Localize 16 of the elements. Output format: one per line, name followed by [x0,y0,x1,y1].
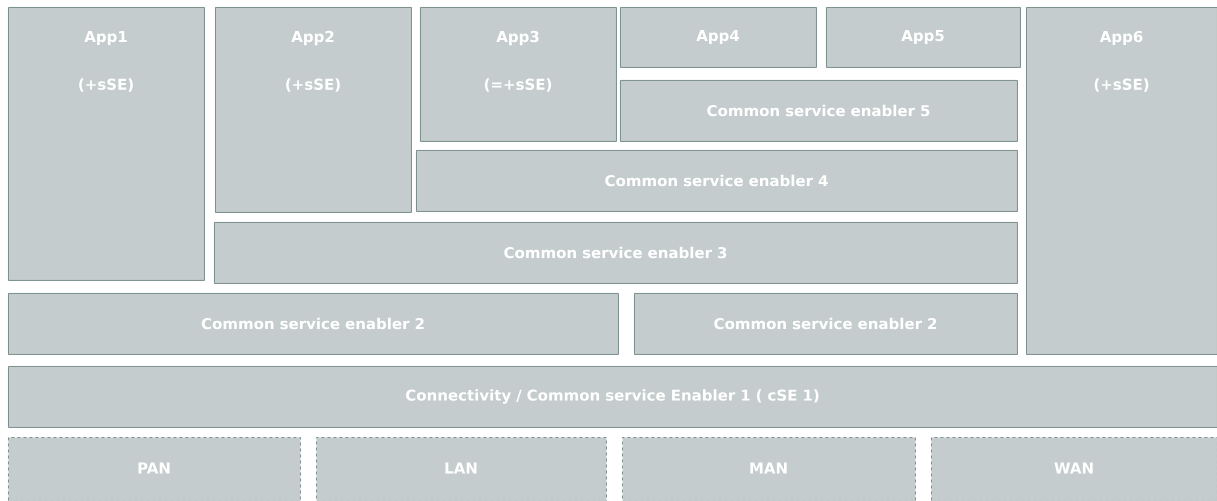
layer-box: LAN [316,437,607,501]
layer-box: Common service enabler 2 [634,293,1018,355]
layer-box: Common service enabler 3 [214,222,1018,284]
layer-box: Common service enabler 4 [416,150,1018,212]
layer-box: App1 (+sSE) [8,7,205,281]
layer-box: App4 [620,7,817,68]
layer-box: Common service enabler 2 [8,293,619,355]
layer-box: App6 (+sSE) [1026,7,1217,355]
layer-box: MAN [622,437,916,501]
layer-box: WAN [931,437,1217,501]
layer-box: App3 (=+sSE) [420,7,617,142]
layer-box: Connectivity / Common service Enabler 1 ( cSE 1) [8,366,1217,428]
layer-box: PAN [8,437,301,501]
layer-box: App5 [826,7,1021,68]
layer-box: App2 (+sSE) [215,7,412,213]
layer-box: Common service enabler 5 [620,80,1018,142]
